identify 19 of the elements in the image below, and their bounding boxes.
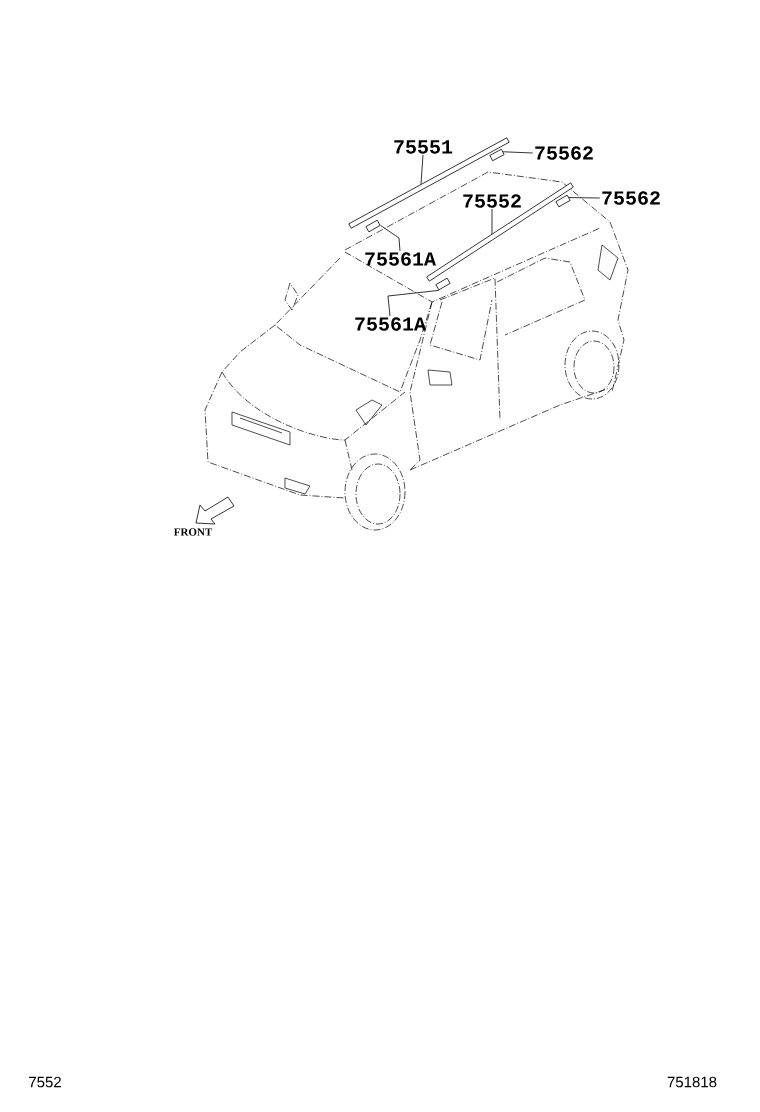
clip: [489, 148, 505, 162]
leader-line: [387, 290, 440, 317]
page-number: 7552: [29, 1076, 61, 1088]
leader-line: [568, 197, 601, 199]
figure-number: 751818: [667, 1076, 717, 1088]
leader-line: [420, 154, 424, 185]
part-number: 75562: [535, 146, 593, 160]
direction-label: FRONT: [173, 528, 213, 536]
clip: [555, 194, 571, 208]
leader-line: [502, 151, 534, 154]
leader-line: [491, 208, 493, 235]
part-number: 75561A: [355, 317, 426, 331]
part-number: 75551: [394, 140, 453, 154]
part-number: 75562: [602, 191, 660, 205]
leader-line: [380, 225, 401, 252]
clip: [365, 219, 381, 233]
part-number: 75552: [463, 194, 521, 208]
part-number: 75561A: [365, 252, 436, 266]
clip: [435, 277, 451, 291]
